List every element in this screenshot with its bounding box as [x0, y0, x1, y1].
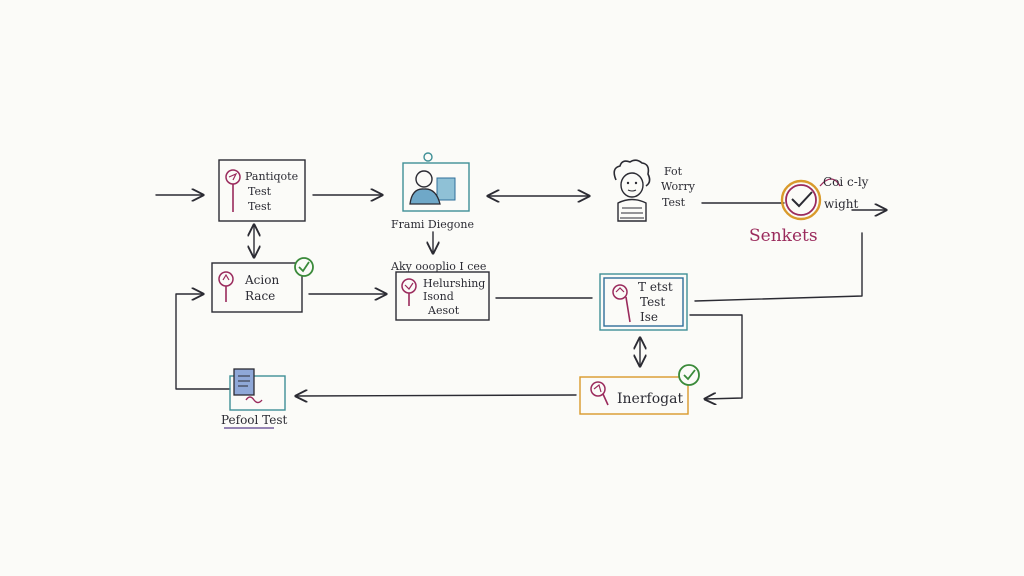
node-t-etst: T etst Test Ise [599, 273, 688, 331]
node-pefool-test: Pefool Test [221, 368, 288, 429]
node-line: Test [248, 200, 272, 213]
pin-icon [590, 381, 609, 406]
check-circle-icon [678, 364, 700, 386]
node-line: Ise [640, 310, 658, 324]
node-senkets: Coi c-ly wight Senkets [749, 175, 869, 246]
node-caption: Pefool Test [221, 413, 288, 427]
node-line: Fot [664, 165, 683, 178]
pin-icon [401, 278, 417, 306]
node-caption: Senkets [749, 226, 818, 246]
node-line: Isond [423, 290, 454, 303]
node-fot-worry: Fot Worry Test [613, 159, 696, 222]
clock-check-icon [780, 178, 841, 221]
node-line: Acion [244, 273, 279, 287]
node-line: Pantiqote [245, 170, 298, 183]
pin-icon [225, 169, 241, 212]
node-line: Test [248, 185, 272, 198]
node-header: Aky oooplio I cee [390, 260, 486, 273]
node-line: T etst [638, 280, 673, 294]
arrow-n9-n8 [296, 395, 577, 396]
node-inerfogat: Inerfogat [579, 364, 700, 415]
connectors [155, 195, 886, 399]
node-helurshing: Aky oooplio I cee Helurshing Isond Aesot [390, 260, 490, 321]
node-line: wight [824, 197, 859, 211]
node-line: Coi c-ly [823, 175, 869, 189]
node-line: Aesot [427, 304, 460, 317]
node-frami-diegone: Frami Diegone [391, 152, 474, 231]
document-icon [233, 368, 263, 404]
node-line: Worry [661, 180, 696, 193]
node-line: Race [245, 289, 275, 303]
person-icon [409, 170, 456, 205]
node-line: Test [640, 295, 665, 309]
face-icon [613, 159, 651, 222]
check-circle-icon [294, 257, 314, 277]
node-line: Helurshing [423, 277, 485, 290]
arrow-n7-n9-side [689, 314, 743, 399]
line-n4-n7 [694, 232, 863, 302]
node-line: Inerfogat [617, 391, 683, 407]
node-caption: Frami Diegone [391, 218, 474, 231]
node-line: Test [662, 196, 686, 209]
arrow-loop-n8-n5 [175, 294, 231, 390]
pin-icon [218, 271, 234, 302]
node-pantiqote: Pantiqote Test Test [218, 159, 306, 222]
node-acion-race: Acion Race [211, 257, 314, 313]
pin-icon [612, 284, 631, 323]
